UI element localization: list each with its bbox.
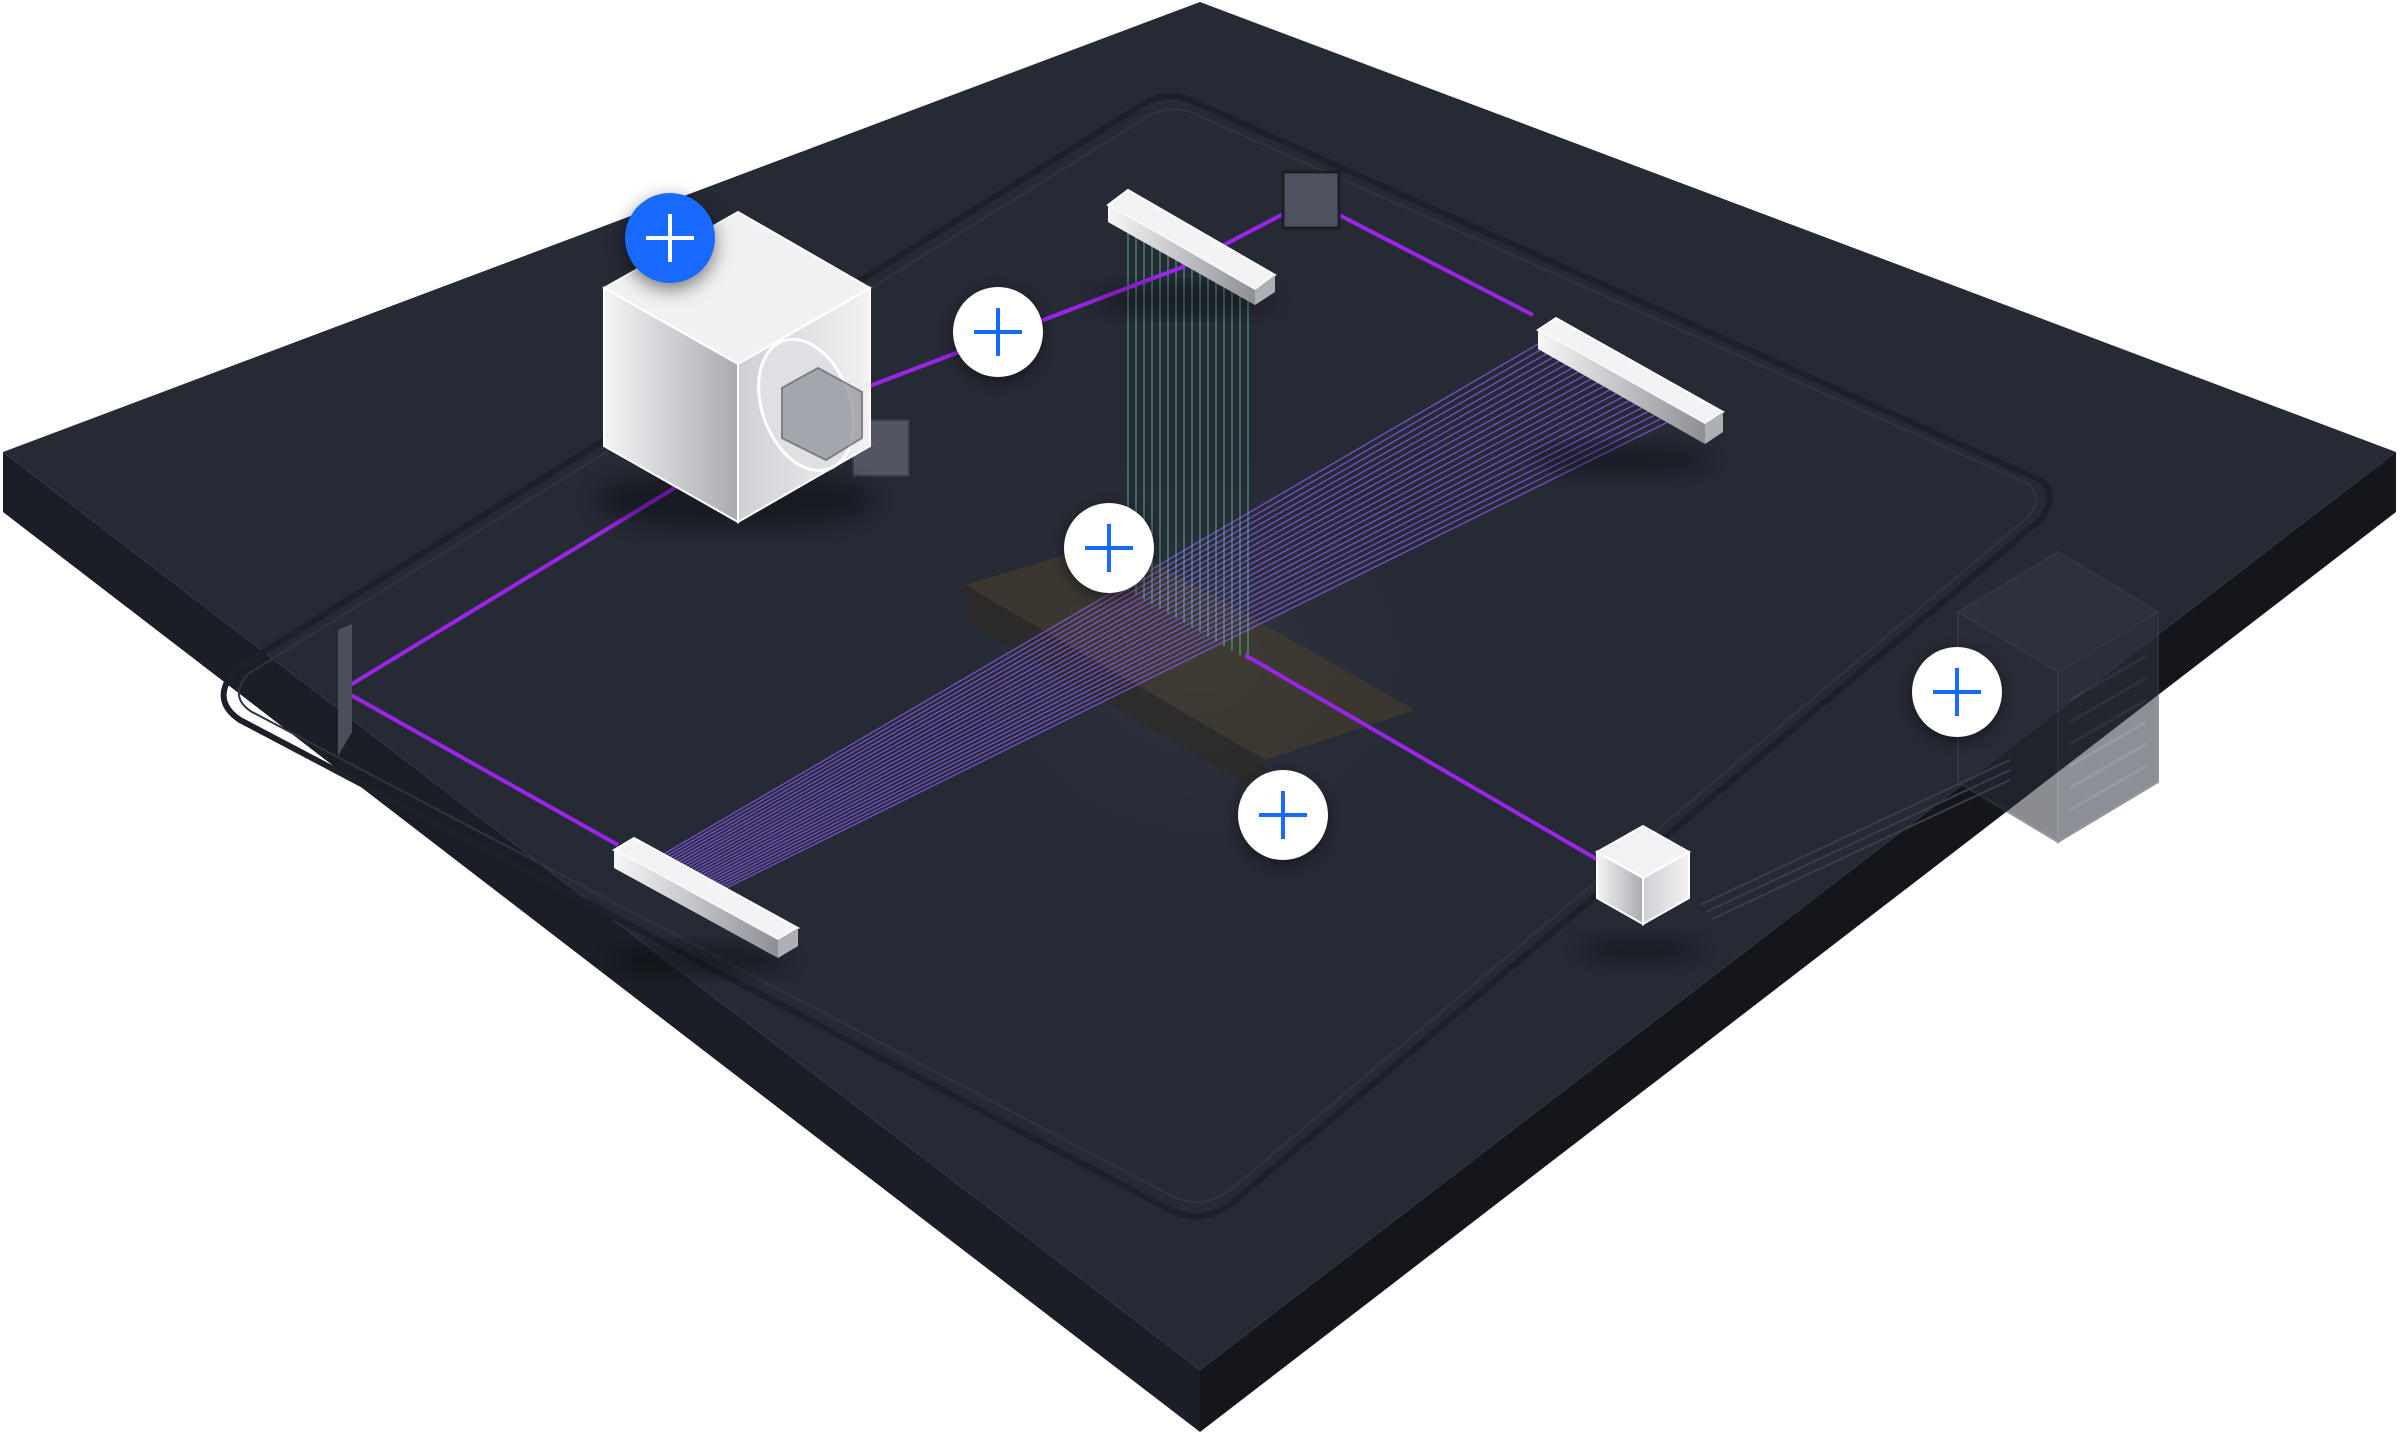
beam-fan-line bbox=[678, 375, 1610, 879]
plus-icon bbox=[625, 193, 715, 283]
grating-right-front bbox=[1538, 330, 1705, 444]
hotspot-sample-stage[interactable] bbox=[1238, 770, 1328, 860]
hotspot-laser-source[interactable] bbox=[625, 193, 715, 283]
beam-fan-line bbox=[649, 339, 1546, 863]
beam-fan-line bbox=[655, 346, 1559, 866]
beam-fan-line bbox=[672, 368, 1597, 876]
detector-right bbox=[1642, 850, 1690, 926]
beam-fan-line bbox=[706, 411, 1674, 896]
beam-fan-line bbox=[698, 400, 1655, 891]
floor-track bbox=[220, 93, 2053, 1220]
beam-fan-line bbox=[661, 353, 1572, 870]
plus-icon bbox=[1064, 503, 1154, 593]
plus-icon bbox=[953, 287, 1043, 377]
hotspot-server-rack[interactable] bbox=[1912, 647, 2002, 737]
beam-fan-purple bbox=[649, 339, 1681, 897]
hotspot-beam-path[interactable] bbox=[953, 287, 1043, 377]
laser-beam-lower bbox=[1243, 653, 1614, 870]
beam-fan-line bbox=[658, 350, 1565, 868]
beam-fan-line bbox=[692, 393, 1642, 887]
beam-splitter-top bbox=[1281, 170, 1341, 230]
beam-fan-line bbox=[675, 371, 1604, 878]
beam-fan-line bbox=[652, 343, 1552, 865]
floor-side-left bbox=[3, 452, 1200, 1432]
rack-slot bbox=[2069, 676, 2147, 724]
plus-icon bbox=[1238, 770, 1328, 860]
rack-slot bbox=[2069, 654, 2147, 702]
sample-stage-plate bbox=[965, 540, 1415, 760]
plus-icon bbox=[1912, 647, 2002, 737]
beam-fan-line bbox=[681, 379, 1617, 881]
hotspot-beam-intersection[interactable] bbox=[1064, 503, 1154, 593]
rack-cables bbox=[1699, 759, 2011, 920]
beam-fan-line bbox=[703, 408, 1668, 894]
rack-slot bbox=[2069, 720, 2147, 768]
rack-slot bbox=[2069, 698, 2147, 746]
beam-fan-line bbox=[683, 382, 1623, 883]
beam-fan-line bbox=[669, 364, 1591, 874]
rack-slot bbox=[2069, 764, 2147, 812]
beam-fan-line bbox=[666, 361, 1584, 873]
beam-fan-line bbox=[686, 386, 1629, 884]
beam-fan-line bbox=[701, 404, 1662, 892]
beam-fan-line bbox=[695, 397, 1649, 889]
rack-slot bbox=[2069, 742, 2147, 790]
beam-fan-line bbox=[663, 357, 1578, 871]
mirror-left bbox=[338, 624, 352, 756]
beam-fan-line bbox=[709, 415, 1681, 897]
beam-fan-line bbox=[689, 390, 1636, 886]
grating-top-front bbox=[1108, 205, 1255, 305]
grating-left-front bbox=[614, 850, 778, 958]
